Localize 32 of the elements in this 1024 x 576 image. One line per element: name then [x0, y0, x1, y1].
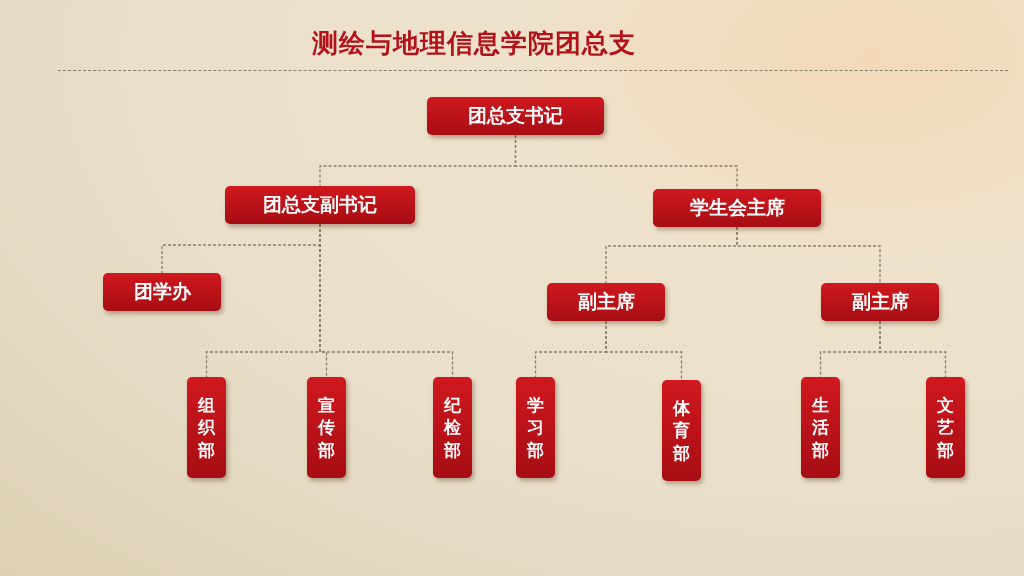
- org-box: [653, 189, 821, 227]
- org-box: [307, 377, 346, 478]
- box-label: 学生会主席: [689, 195, 785, 220]
- org-box: [433, 377, 472, 478]
- org-box: [801, 377, 840, 478]
- org-box: [516, 377, 555, 478]
- org-box: [821, 283, 939, 321]
- org-box: [187, 377, 226, 478]
- box-label: 副主席: [851, 289, 909, 314]
- box-label: 宣传部: [318, 394, 335, 461]
- org-box: [427, 97, 604, 135]
- org-box: [662, 380, 701, 481]
- box-label: 组织部: [198, 394, 215, 461]
- org-box: [225, 186, 415, 224]
- box-label: 学习部: [527, 394, 544, 461]
- box-label: 纪检部: [444, 394, 461, 461]
- org-box: [926, 377, 965, 478]
- box-label: 团总支副书记: [263, 192, 377, 217]
- connector-line: [319, 223, 454, 378]
- connector-line: [879, 320, 947, 378]
- box-label: 体育部: [673, 397, 690, 464]
- connector-line: [605, 320, 683, 381]
- org-box: [103, 273, 221, 311]
- box-label: 副主席: [577, 289, 635, 314]
- box-label: 文艺部: [937, 394, 954, 461]
- box-label: 团学办: [133, 279, 191, 304]
- connector-line: [514, 134, 738, 190]
- title: 测绘与地理信息学院团总支: [312, 27, 636, 60]
- org-box: [547, 283, 665, 321]
- box-label: 生活部: [812, 394, 829, 461]
- box-label: 团总支书记: [468, 103, 563, 128]
- connector-line: [736, 226, 881, 284]
